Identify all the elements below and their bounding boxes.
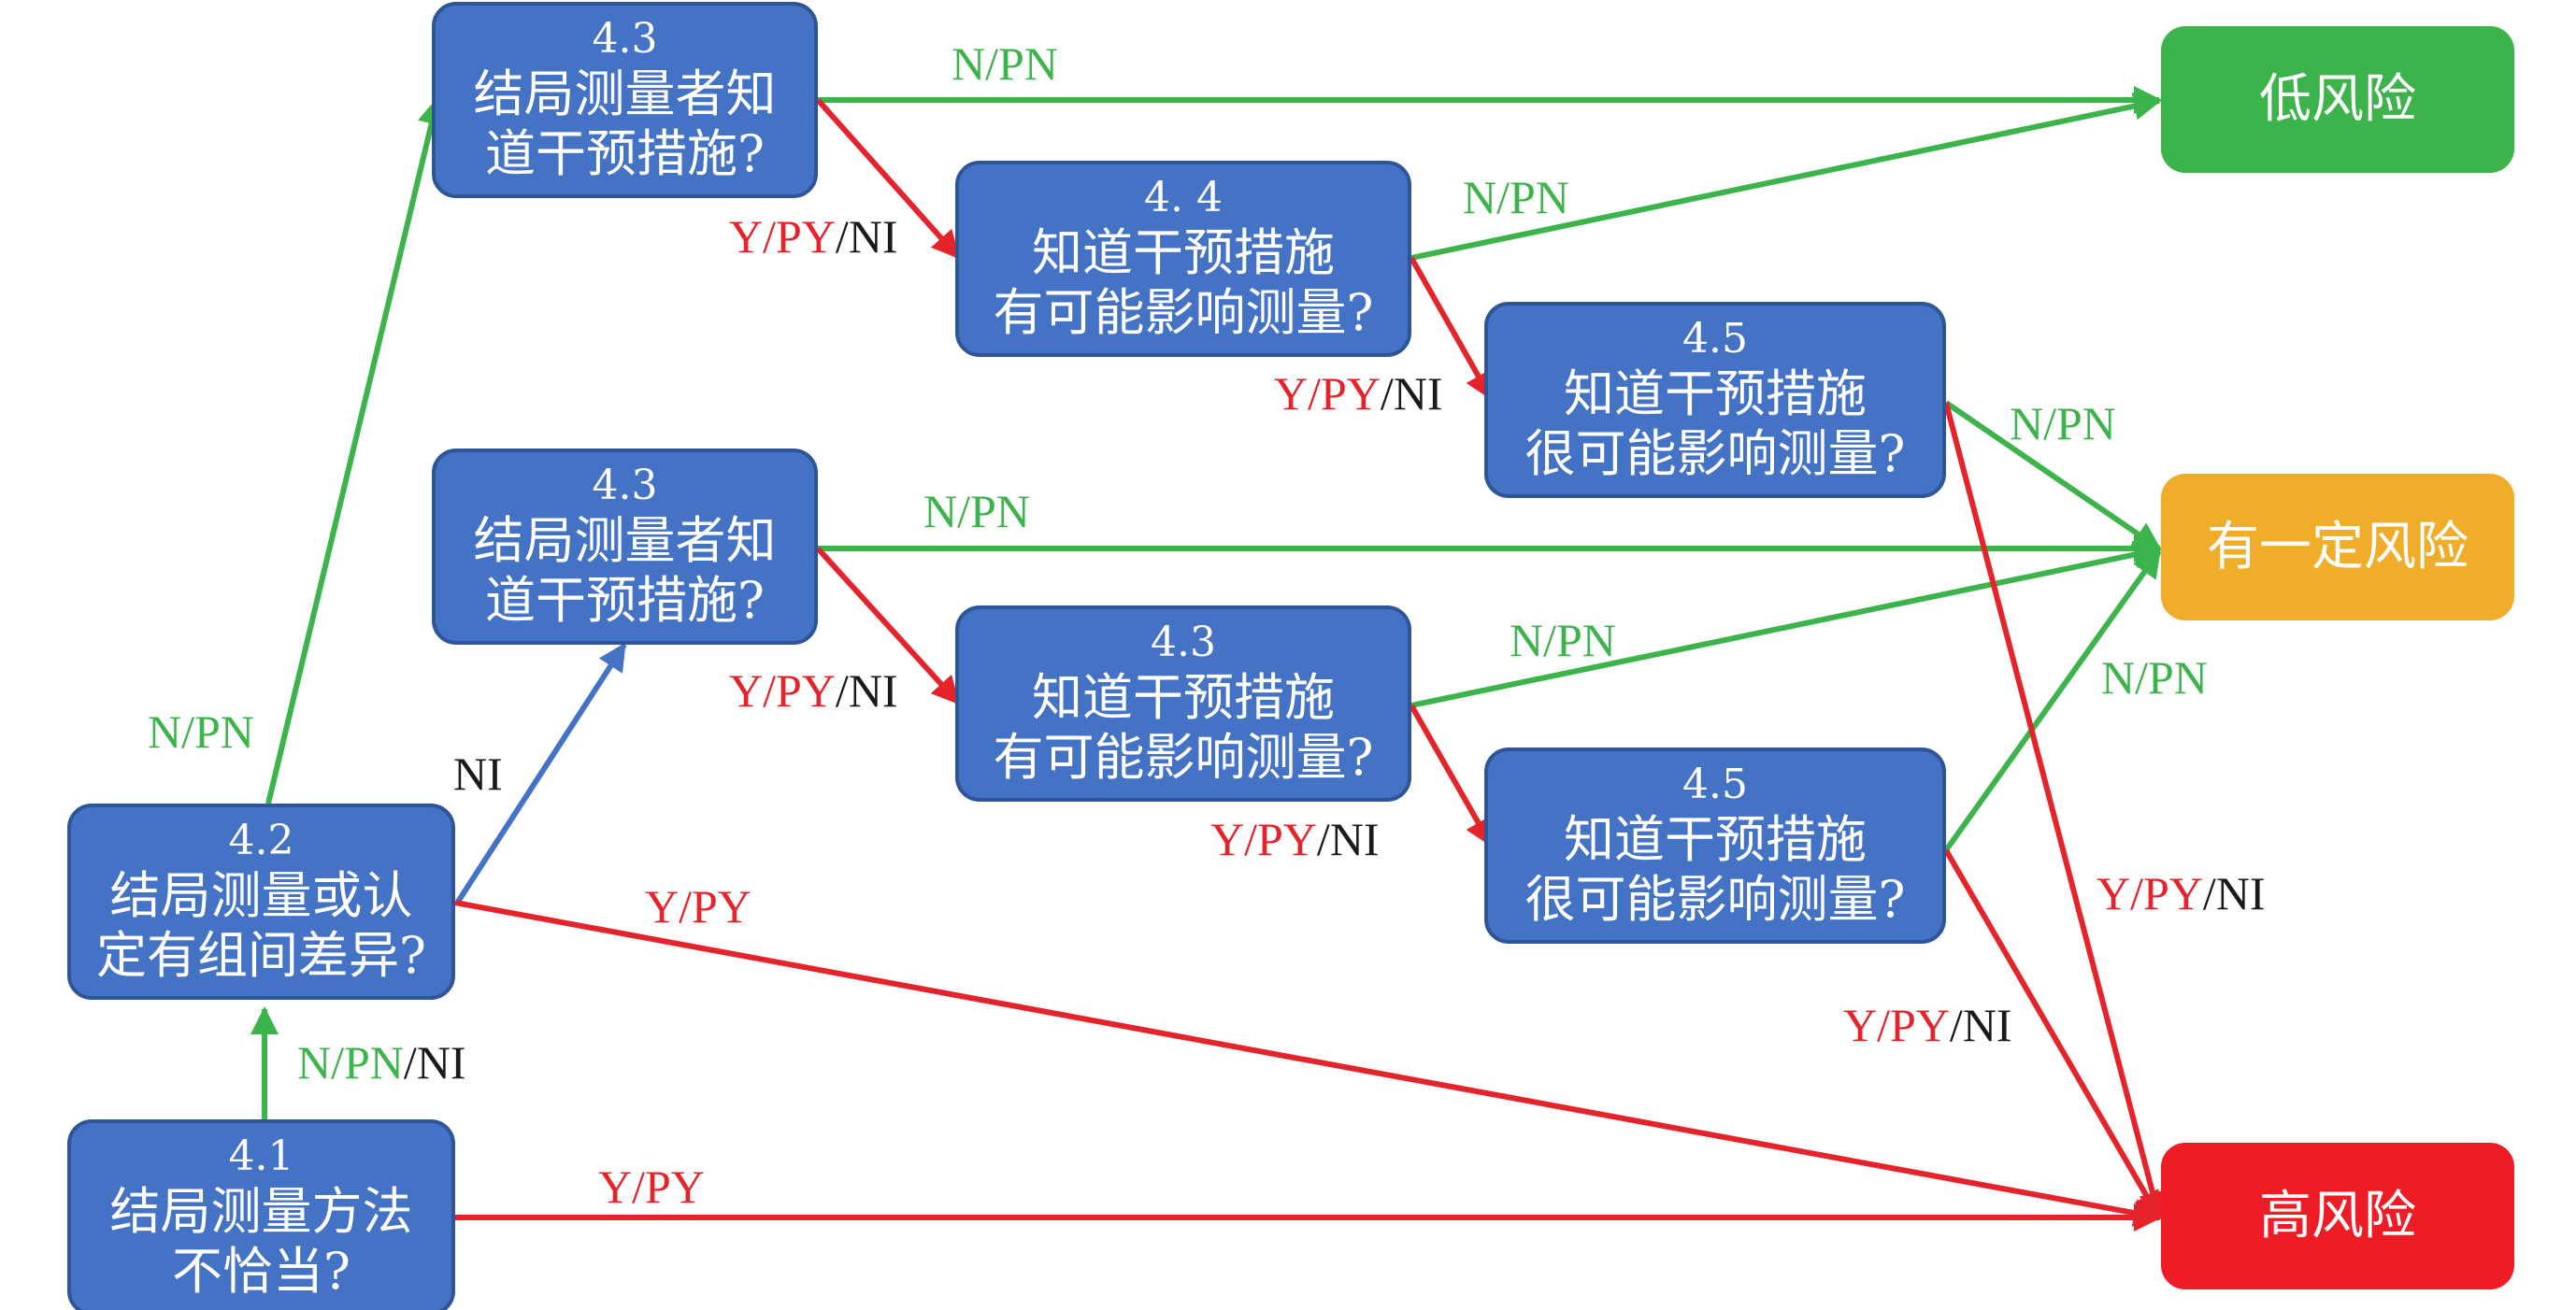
edge-label-43c-mid: N/PN <box>1510 617 1616 663</box>
arrow-43c-to-45b <box>1409 704 1494 847</box>
label-part: /NI <box>2202 867 2266 919</box>
arrow-43c-to-mid <box>1410 540 2162 708</box>
label-part: Y/PY <box>598 1160 705 1213</box>
label-part: /NI <box>1949 999 2012 1051</box>
label-part: Y/PY <box>645 880 751 933</box>
node-text-line: 不恰当? <box>172 1242 351 1302</box>
node-4-3-lower: 4.3 知道干预措施 有可能影响测量? <box>955 605 1411 802</box>
arrow-45a-to-high <box>1943 402 2167 1220</box>
edge-label-45b-mid: N/PN <box>2101 654 2208 701</box>
edge-label-44a-low: N/PN <box>1463 174 1569 221</box>
edge-label-43b-mid: N/PN <box>923 488 1030 534</box>
label-part: N/PN <box>952 37 1058 90</box>
label-part: Y/PY <box>1210 813 1317 865</box>
edge-label-45a-high: Y/PY/NI <box>2097 870 2266 917</box>
label-part: N/PN <box>148 705 254 758</box>
node-number: 4.1 <box>228 1132 294 1180</box>
label-part: N/PN <box>297 1036 404 1089</box>
node-text-line: 很可能影响测量? <box>1524 424 1906 484</box>
arrow-45a-to-mid <box>1944 400 2162 551</box>
edge-label-43b-43c: Y/PY/NI <box>729 667 898 714</box>
label-part: Y/PY <box>729 664 836 717</box>
node-4-1: 4.1 结局测量方法 不恰当? <box>67 1119 455 1310</box>
label-part: N/PN <box>923 485 1030 537</box>
label-part: /NI <box>1316 813 1380 865</box>
node-4-5-top: 4.5 知道干预措施 很可能影响测量? <box>1484 302 1946 498</box>
edge-label-44a-45a: Y/PY/NI <box>1274 370 1443 417</box>
node-text-line: 知道干预措施 <box>1564 363 1867 423</box>
label-part: N/PN <box>1510 614 1616 666</box>
node-number: 4.3 <box>592 461 658 509</box>
node-number: 4.3 <box>1151 618 1216 666</box>
edge-label-41-high: Y/PY <box>598 1163 705 1210</box>
edge-label-45a-mid: N/PN <box>2010 400 2116 447</box>
node-text-line: 道干预措施? <box>485 571 765 631</box>
node-text-line: 有可能影响测量? <box>993 728 1374 788</box>
outcome-low-risk: 低风险 <box>2161 26 2514 173</box>
arrow-43b-to-43c <box>815 546 961 705</box>
node-number: 4. 4 <box>1144 173 1223 221</box>
label-part: /NI <box>835 664 898 717</box>
label-part: NI <box>453 748 503 800</box>
edge-label-41-42: N/PN/NI <box>297 1039 466 1086</box>
edge-label-42-43a: N/PN <box>148 708 254 755</box>
node-4-4-top: 4. 4 知道干预措施 有可能影响测量? <box>955 161 1411 357</box>
node-text-line: 结局测量方法 <box>109 1181 413 1241</box>
arrow-44a-to-low <box>1410 92 2162 261</box>
label-part: N/PN <box>2010 397 2116 449</box>
label-part: Y/PY <box>2097 867 2203 919</box>
node-4-3-top: 4.3 结局测量者知 道干预措施? <box>432 2 818 198</box>
node-4-3-middle: 4.3 结局测量者知 道干预措施? <box>432 449 818 645</box>
arrow-42-to-43a <box>265 96 446 805</box>
label-part: /NI <box>835 210 898 263</box>
node-text-line: 有可能影响测量? <box>993 283 1374 343</box>
outcome-some-risk: 有一定风险 <box>2161 474 2514 620</box>
node-text-line: 知道干预措施 <box>1032 667 1335 727</box>
arrow-42-to-high <box>454 900 2162 1227</box>
edge-label-43c-45b: Y/PY/NI <box>1210 816 1380 862</box>
node-text-line: 结局测量者知 <box>473 510 777 570</box>
label-part: /NI <box>403 1036 466 1089</box>
node-text-line: 道干预措施? <box>485 124 765 184</box>
node-number: 4.3 <box>592 14 658 63</box>
node-text-line: 很可能影响测量? <box>1524 870 1906 930</box>
label-part: /NI <box>1380 367 1443 420</box>
node-4-2: 4.2 结局测量或认 定有组间差异? <box>67 804 455 1000</box>
node-number: 4.5 <box>1682 314 1748 363</box>
node-text-line: 定有组间差异? <box>96 926 426 986</box>
node-text-line: 结局测量或认 <box>109 865 413 925</box>
edge-label-42-high: Y/PY <box>645 883 751 930</box>
edge-label-42-43b: NI <box>453 750 503 797</box>
edge-label-43a-low: N/PN <box>952 40 1058 87</box>
arrow-43a-to-44a <box>815 98 961 260</box>
edge-label-43a-44a: Y/PY/NI <box>729 213 898 260</box>
label-part: Y/PY <box>1274 367 1381 420</box>
arrow-45b-to-mid <box>1943 548 2162 852</box>
label-part: N/PN <box>1463 171 1569 223</box>
arrow-42-to-43b <box>455 642 627 904</box>
node-number: 4.2 <box>228 816 294 864</box>
edge-label-45b-high: Y/PY/NI <box>1843 1002 2012 1048</box>
outcome-high-risk: 高风险 <box>2161 1143 2514 1289</box>
arrow-44a-to-45a <box>1409 256 1494 401</box>
node-4-5-lower: 4.5 知道干预措施 很可能影响测量? <box>1484 748 1946 944</box>
label-part: Y/PY <box>729 210 836 263</box>
node-number: 4.5 <box>1682 760 1748 808</box>
node-text-line: 知道干预措施 <box>1032 222 1335 282</box>
node-text-line: 结局测量者知 <box>473 64 777 123</box>
label-part: Y/PY <box>1843 999 1950 1051</box>
label-part: N/PN <box>2101 651 2208 704</box>
arrow-45b-to-high <box>1943 848 2162 1220</box>
node-text-line: 知道干预措施 <box>1564 809 1867 869</box>
